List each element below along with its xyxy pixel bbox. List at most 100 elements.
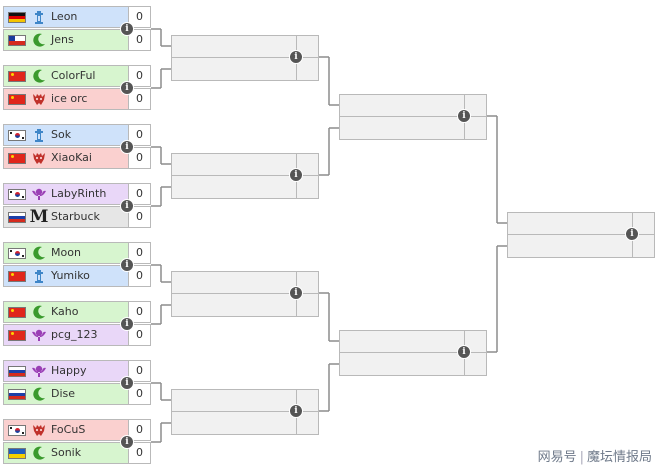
- player-name: LabyRinth: [51, 187, 107, 200]
- player-score: 0: [129, 207, 150, 227]
- player-score: 0: [129, 66, 150, 86]
- player-row[interactable]: Dise 0: [3, 383, 151, 405]
- flag-cn-icon: [8, 330, 26, 341]
- letter-m-icon: M: [29, 207, 49, 227]
- player-name: Moon: [51, 246, 81, 259]
- flag-cn-icon: [8, 71, 26, 82]
- player-row[interactable]: Moon 0: [3, 242, 151, 264]
- watermark-separator: |: [579, 450, 584, 465]
- player-row[interactable]: LabyRinth 0: [3, 183, 151, 205]
- player-name-cell: XiaoKai: [4, 148, 129, 168]
- player-name: Yumiko: [51, 269, 90, 282]
- player-name-cell: FoCuS: [4, 420, 129, 440]
- player-score: 0: [129, 125, 150, 145]
- flag-cn-icon: [8, 153, 26, 164]
- crescent-icon: [30, 31, 48, 49]
- player-score: 0: [129, 443, 150, 463]
- flag-cn-icon: [8, 94, 26, 105]
- player-name: Happy: [51, 364, 87, 377]
- player-row[interactable]: Leon 0: [3, 6, 151, 28]
- player-score: 0: [129, 243, 150, 263]
- match-info-button[interactable]: i: [625, 227, 639, 241]
- match-info-button[interactable]: i: [120, 140, 134, 154]
- demon-mask-icon: [30, 149, 48, 167]
- player-row[interactable]: Yumiko 0: [3, 265, 151, 287]
- flag-de-icon: [8, 12, 26, 23]
- match-info-button[interactable]: i: [457, 109, 471, 123]
- player-name-cell: ColorFul: [4, 66, 129, 86]
- match-info-button[interactable]: i: [120, 317, 134, 331]
- demon-mask-icon: [30, 90, 48, 108]
- player-name-cell: Yumiko: [4, 266, 129, 286]
- match-info-button[interactable]: i: [289, 50, 303, 64]
- tower-icon: [30, 267, 48, 285]
- match-info-button[interactable]: i: [120, 22, 134, 36]
- match-info-button[interactable]: i: [457, 345, 471, 359]
- player-score: 0: [129, 302, 150, 322]
- player-score: 0: [129, 184, 150, 204]
- slot-divider: [172, 411, 318, 412]
- match-info-button[interactable]: i: [120, 199, 134, 213]
- demon-mask-icon: [30, 421, 48, 439]
- watermark-right: 魔坛情报局: [586, 450, 652, 465]
- player-name-cell: Sonik: [4, 443, 129, 463]
- player-row[interactable]: pcg_123 0: [3, 324, 151, 346]
- player-name: Leon: [51, 10, 78, 23]
- player-name: pcg_123: [51, 328, 98, 341]
- player-name-cell: LabyRinth: [4, 184, 129, 204]
- player-name: ColorFul: [51, 69, 96, 82]
- player-name-cell: Leon: [4, 7, 129, 27]
- player-score: 0: [129, 384, 150, 404]
- match-info-button[interactable]: i: [120, 376, 134, 390]
- crescent-icon: [30, 444, 48, 462]
- tower-icon: [30, 8, 48, 26]
- match-info-button[interactable]: i: [289, 286, 303, 300]
- player-score: 0: [129, 325, 150, 345]
- flag-kr-icon: [8, 130, 26, 141]
- flag-cl-icon: [8, 35, 26, 46]
- player-name: Sok: [51, 128, 72, 141]
- player-name: Sonik: [51, 446, 82, 459]
- orb-icon: [30, 326, 48, 344]
- player-score: 0: [129, 7, 150, 27]
- flag-ru-icon: [8, 366, 26, 377]
- player-score: 0: [129, 266, 150, 286]
- player-name-cell: pcg_123: [4, 325, 129, 345]
- match-info-button[interactable]: i: [289, 168, 303, 182]
- flag-kr-icon: [8, 425, 26, 436]
- match-info-button[interactable]: i: [120, 435, 134, 449]
- match-info-button[interactable]: i: [289, 404, 303, 418]
- slot-divider: [508, 234, 654, 235]
- crescent-icon: [30, 244, 48, 262]
- player-name: Jens: [51, 33, 74, 46]
- player-name: Dise: [51, 387, 76, 400]
- match-info-button[interactable]: i: [120, 258, 134, 272]
- player-name-cell: Sok: [4, 125, 129, 145]
- player-name-cell: ice orc: [4, 89, 129, 109]
- player-row[interactable]: Sonik 0: [3, 442, 151, 464]
- crescent-icon: [30, 385, 48, 403]
- flag-cn-icon: [8, 307, 26, 318]
- player-row[interactable]: Happy 0: [3, 360, 151, 382]
- slot-divider: [172, 175, 318, 176]
- flag-kr-icon: [8, 189, 26, 200]
- player-row[interactable]: Kaho 0: [3, 301, 151, 323]
- player-name-cell: Happy: [4, 361, 129, 381]
- player-score: 0: [129, 361, 150, 381]
- slot-divider: [340, 352, 486, 353]
- watermark-left: 网易号: [537, 450, 577, 465]
- match-info-button[interactable]: i: [120, 81, 134, 95]
- player-row[interactable]: ColorFul 0: [3, 65, 151, 87]
- slot-divider: [340, 116, 486, 117]
- player-row[interactable]: Sok 0: [3, 124, 151, 146]
- player-name: Kaho: [51, 305, 79, 318]
- player-name-cell: Moon: [4, 243, 129, 263]
